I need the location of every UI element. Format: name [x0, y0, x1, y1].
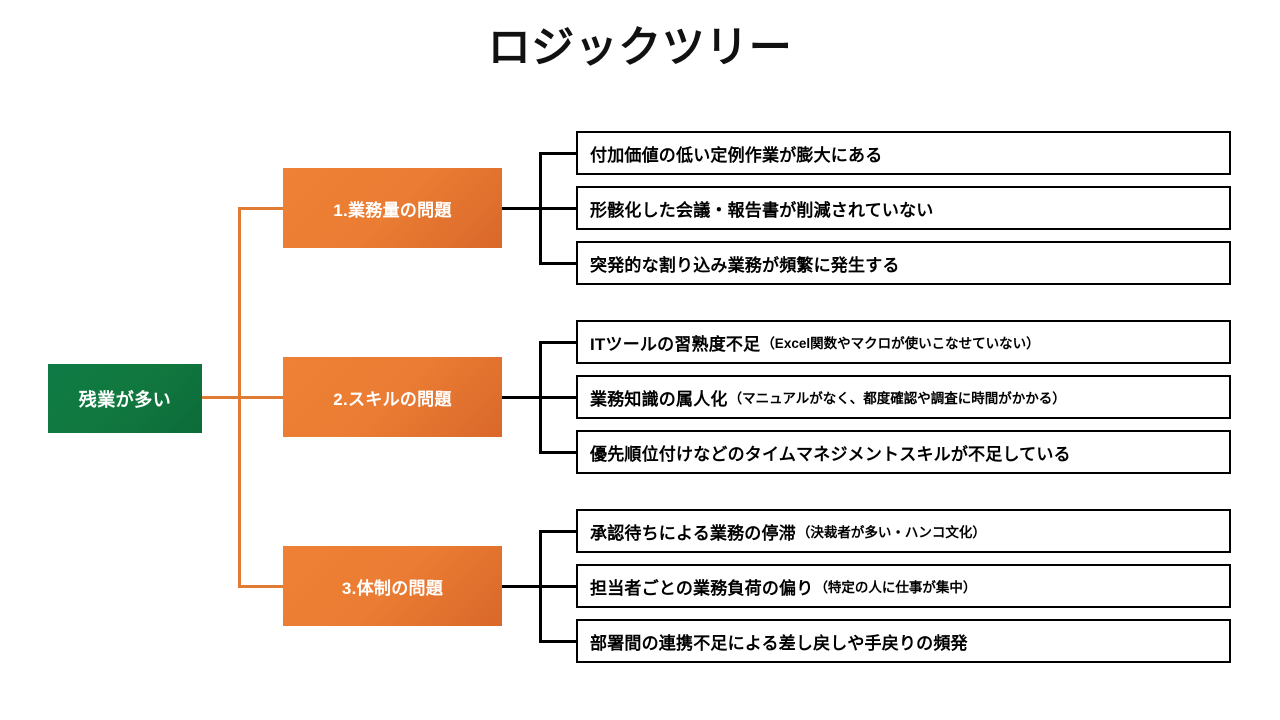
branch-node-3[interactable]: 3.体制の問題	[283, 546, 502, 626]
branch-node-2-label: 2.スキルの問題	[333, 389, 452, 409]
connector-branch3-horizontal	[238, 584, 284, 588]
connector-group3-leaf3	[539, 639, 577, 643]
leaf-node-3-2[interactable]: 担当者ごとの業務負荷の偏り （特定の人に仕事が集中）	[576, 564, 1231, 608]
page-title: ロジックツリー	[487, 24, 793, 72]
leaf-node-2-3-main: 優先順位付けなどのタイムマネジメントスキルが不足している	[590, 444, 1071, 464]
leaf-node-1-1-main: 付加価値の低い定例作業が膨大にある	[590, 145, 883, 165]
leaf-node-2-2[interactable]: 業務知識の属人化 （マニュアルがなく、都度確認や調査に時間がかかる）	[576, 375, 1231, 419]
connector-root-horizontal	[202, 395, 241, 399]
connector-group3-leaf2	[539, 584, 577, 588]
leaf-node-3-1[interactable]: 承認待ちによる業務の停滞 （決裁者が多い・ハンコ文化）	[576, 509, 1231, 553]
leaf-node-1-2[interactable]: 形骸化した会議・報告書が削減されていない	[576, 186, 1231, 230]
leaf-node-1-3-main: 突発的な割り込み業務が頻繁に発生する	[590, 255, 900, 275]
leaf-node-1-1[interactable]: 付加価値の低い定例作業が膨大にある	[576, 131, 1231, 175]
leaf-node-2-1-sub: （Excel関数やマクロが使いこなせていない）	[761, 336, 1040, 351]
connector-group1-leaf3	[539, 261, 577, 265]
connector-group2-stub	[502, 395, 542, 399]
connector-group2-leaf3	[539, 450, 577, 454]
leaf-node-3-2-sub: （特定の人に仕事が集中）	[814, 580, 977, 595]
connector-branch1-horizontal	[238, 206, 284, 210]
connector-group1-stub	[502, 206, 542, 210]
leaf-node-3-3-main: 部署間の連携不足による差し戻しや手戻りの頻発	[590, 633, 968, 653]
leaf-node-3-3[interactable]: 部署間の連携不足による差し戻しや手戻りの頻発	[576, 619, 1231, 663]
connector-group3-leaf1	[539, 529, 577, 533]
leaf-node-2-2-sub: （マニュアルがなく、都度確認や調査に時間がかかる）	[728, 391, 1066, 406]
leaf-node-1-3[interactable]: 突発的な割り込み業務が頻繁に発生する	[576, 241, 1231, 285]
leaf-node-1-2-main: 形骸化した会議・報告書が削減されていない	[590, 200, 934, 220]
root-node-label: 残業が多い	[78, 389, 172, 410]
leaf-node-2-1-main: ITツールの習熟度不足	[590, 334, 761, 354]
branch-node-3-label: 3.体制の問題	[341, 578, 444, 598]
branch-node-1[interactable]: 1.業務量の問題	[283, 168, 502, 248]
connector-group1-leaf2	[539, 206, 577, 210]
connector-group2-leaf2	[539, 395, 577, 399]
leaf-node-2-2-main: 業務知識の属人化	[590, 389, 728, 409]
leaf-node-3-1-main: 承認待ちによる業務の停滞	[590, 523, 796, 543]
connector-group1-leaf1	[539, 151, 577, 155]
connector-branch2-horizontal	[238, 395, 284, 399]
root-node[interactable]: 残業が多い	[48, 364, 202, 433]
leaf-node-3-1-sub: （決裁者が多い・ハンコ文化）	[796, 525, 986, 540]
connector-group3-stub	[502, 584, 542, 588]
branch-node-1-label: 1.業務量の問題	[333, 200, 452, 220]
connector-group2-leaf1	[539, 340, 577, 344]
branch-node-2[interactable]: 2.スキルの問題	[283, 357, 502, 437]
leaf-node-2-3[interactable]: 優先順位付けなどのタイムマネジメントスキルが不足している	[576, 430, 1231, 474]
leaf-node-3-2-main: 担当者ごとの業務負荷の偏り	[590, 578, 814, 598]
leaf-node-2-1[interactable]: ITツールの習熟度不足 （Excel関数やマクロが使いこなせていない）	[576, 320, 1231, 364]
